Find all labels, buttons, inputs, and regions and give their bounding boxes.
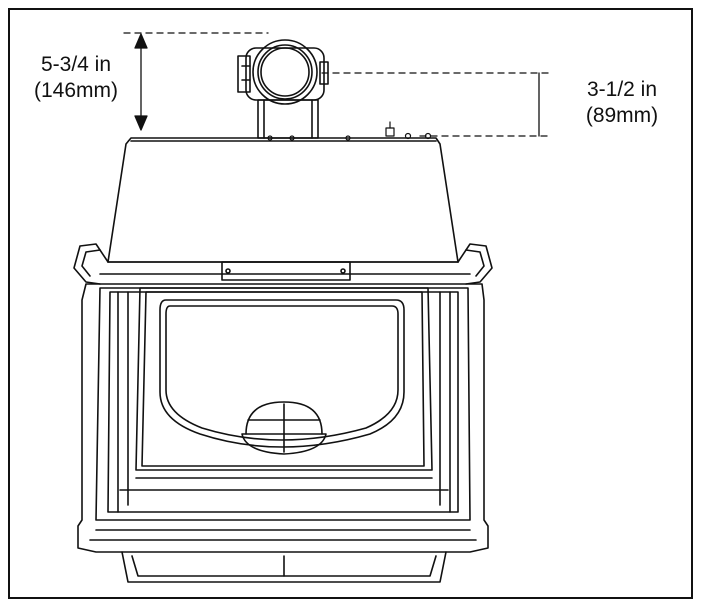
diagram-frame bbox=[8, 8, 693, 599]
base bbox=[121, 551, 447, 583]
dimension-side bbox=[321, 72, 551, 137]
side-brackets bbox=[73, 243, 493, 285]
dimension-label-side-inches: 3-1/2 in bbox=[586, 78, 658, 101]
door-frame bbox=[119, 287, 449, 491]
door-handle bbox=[241, 401, 327, 455]
dimension-label-side-mm: (89mm) bbox=[585, 104, 659, 128]
dimension-label-top-mm: (146mm) bbox=[33, 79, 118, 103]
hood bbox=[99, 137, 471, 281]
dimension-top bbox=[123, 32, 269, 131]
flue-collar bbox=[237, 39, 329, 139]
dimension-label-top: 5-3/4 in (146mm) bbox=[28, 52, 124, 105]
dimension-label-side: 3-1/2 in (89mm) bbox=[572, 77, 672, 130]
dimension-label-top-inches: 5-3/4 in bbox=[40, 53, 112, 76]
